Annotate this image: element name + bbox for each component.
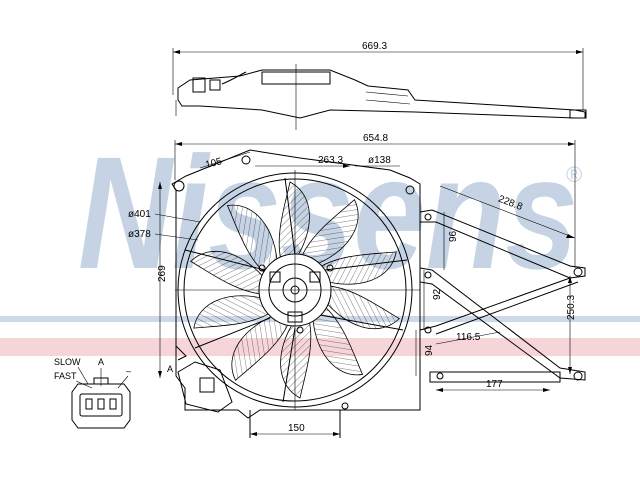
connector-label-a: A [98,357,104,367]
dim-bracket-diag: 228.8 [497,194,525,213]
dim-height-left: 269 [157,265,168,282]
dim-right-height: 250.3 [566,295,577,320]
pin-label-a: A [167,364,173,374]
connector-detail: SLOW FAST A – [54,357,131,429]
connector-label-fast: FAST [54,371,77,381]
dim-hub-offset: 263.3 [318,155,343,166]
motor-mount: A 150 [167,345,341,438]
dim-bolt-dia: ø138 [368,155,391,166]
dim-bracket-v2: 92 [432,288,443,300]
connector-label-slow: SLOW [54,357,81,367]
dim-inner-dia: ø378 [128,229,151,240]
connector-label-minus: – [126,366,131,376]
dim-bracket-v3: 94 [424,344,435,356]
dim-bottom-width: 150 [288,423,305,434]
dim-top-overall-width: 669.3 [362,41,387,52]
top-view: 669.3 [172,41,587,130]
dim-bottom-arm: 177 [486,379,503,390]
front-dims: 654.8 105 263.3 ø138 ø401 ø378 269 [128,133,576,378]
watermark-registered: ® [566,162,582,187]
dim-front-overall-width: 654.8 [363,133,388,144]
fan-hub [175,170,420,410]
dim-bracket-v1: 96 [448,230,459,242]
dim-outer-dia: ø401 [128,209,151,220]
right-bracket: 228.8 96 92 94 250.3 116.5 177 [415,185,586,392]
dim-lower-arm: 116.5 [456,332,481,343]
fan-blades [184,177,408,403]
dim-left-offset: 105 [204,156,223,171]
